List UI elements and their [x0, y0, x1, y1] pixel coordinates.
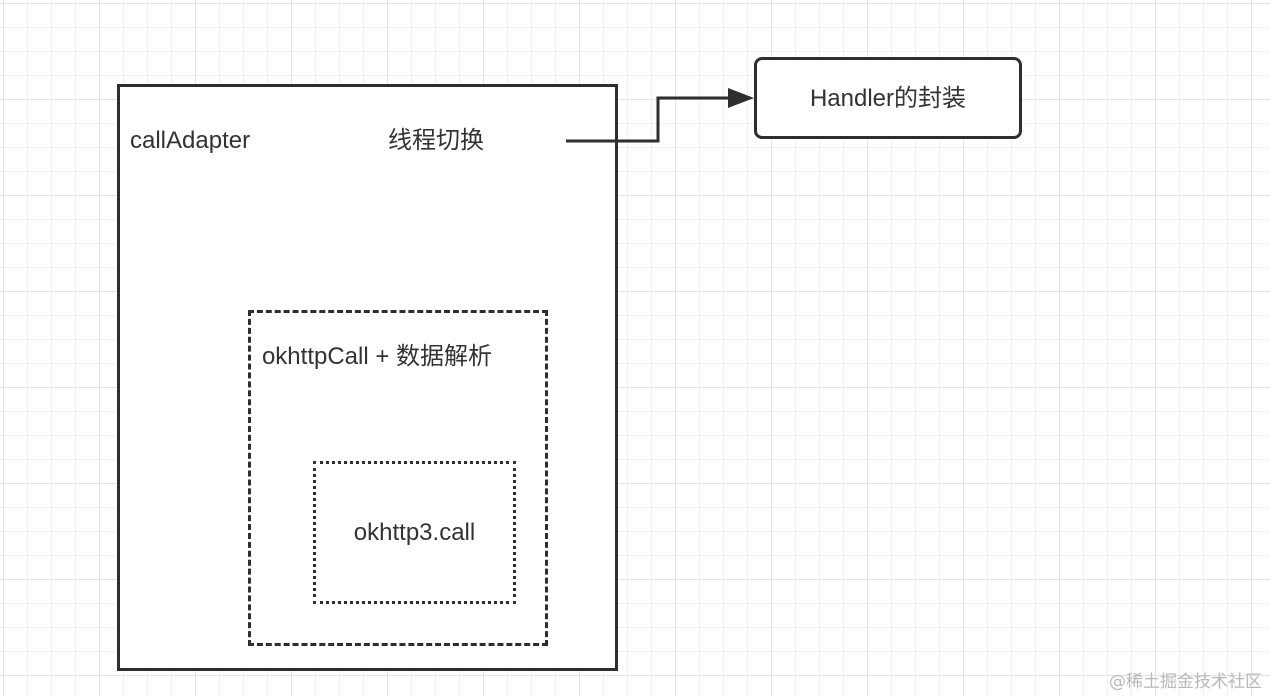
okhttp3-call-label: okhttp3.call [353, 519, 476, 546]
watermark: @稀土掘金技术社区 [1109, 672, 1262, 692]
arrowhead-icon [728, 88, 754, 108]
connector-line [566, 96, 730, 143]
thread-switch-label: 线程切换 [388, 127, 484, 154]
calladapter-label: callAdapter [130, 127, 251, 154]
handler-wrapper-label: Handler的封装 [809, 85, 967, 112]
handler-wrapper-box [754, 57, 1022, 139]
okhttpcall-label: okhttpCall + 数据解析 [261, 343, 493, 370]
okhttp3-call-box [313, 461, 516, 604]
